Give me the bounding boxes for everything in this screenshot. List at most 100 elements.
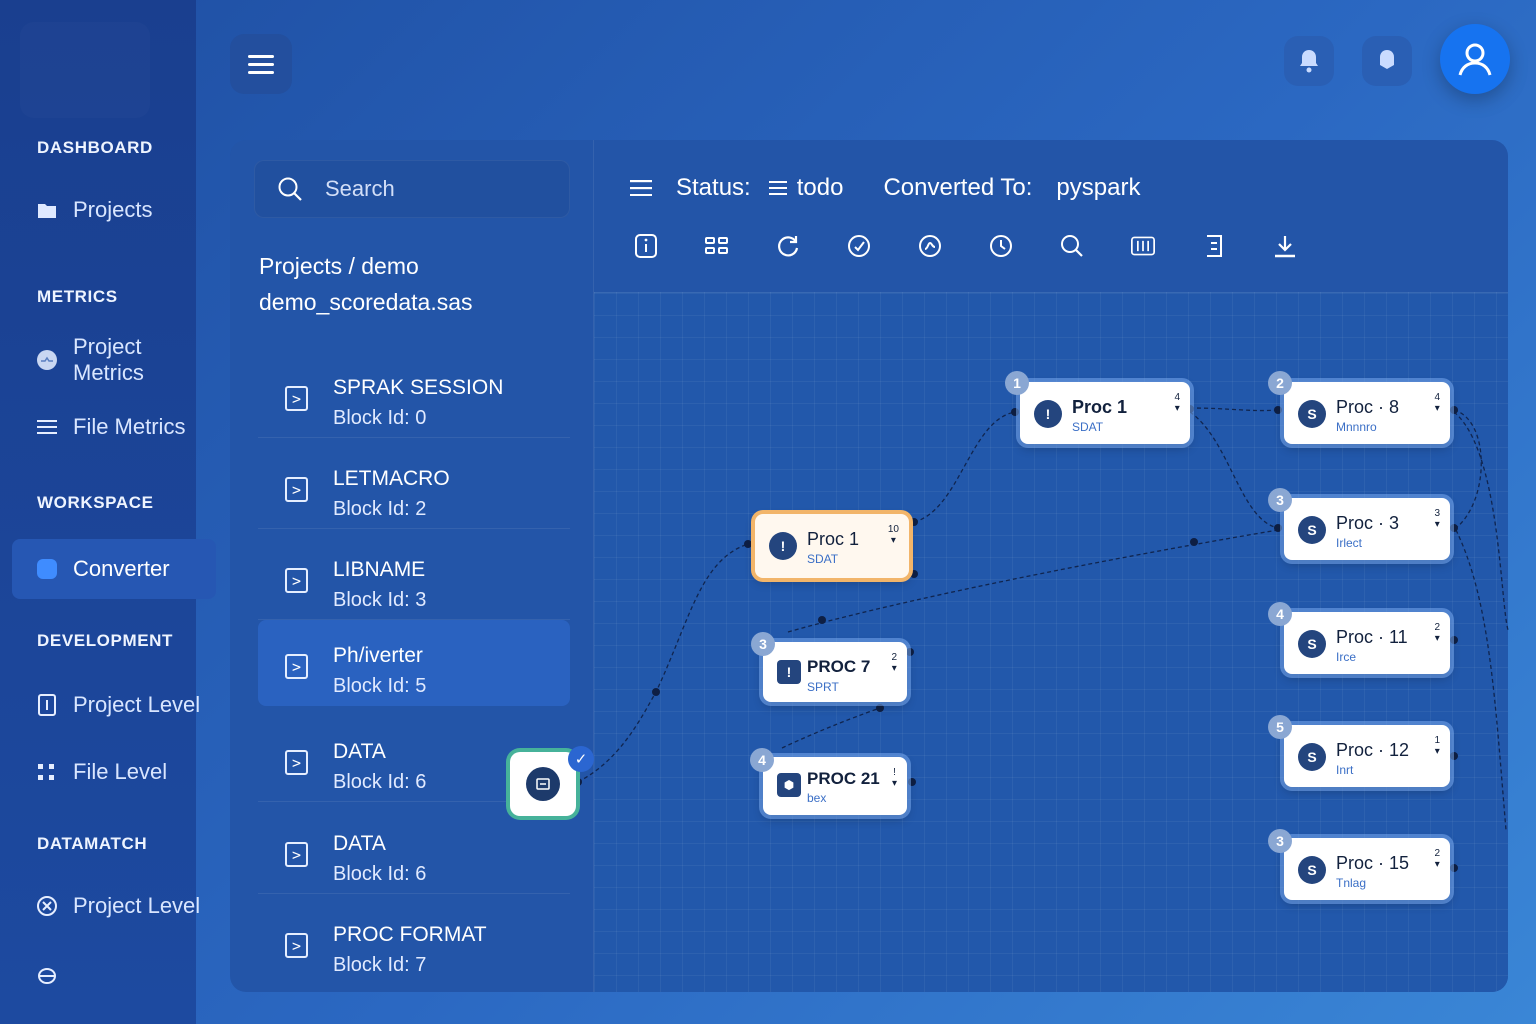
section-metrics: METRICS xyxy=(37,287,118,306)
sidebar-item-label: File Level xyxy=(73,759,168,784)
flow-node[interactable]: ⬢ PROC 21 bex !▾ xyxy=(763,757,907,815)
node-subtitle: SDAT xyxy=(1072,420,1104,434)
search-icon[interactable] xyxy=(1060,234,1084,258)
user-avatar-button[interactable] xyxy=(1440,24,1510,94)
node-badge: 1 xyxy=(1005,371,1029,395)
file-name: demo_scoredata.sas xyxy=(259,289,473,315)
database-icon xyxy=(36,965,58,987)
node-icon: ! xyxy=(1034,400,1062,428)
block-name: SPRAK SESSION xyxy=(333,376,504,399)
sidebar-item-label: Projects xyxy=(73,197,153,222)
block-name: LETMACRO xyxy=(333,467,450,490)
node-subtitle: Irce xyxy=(1336,650,1357,664)
chevron-right-icon[interactable]: > xyxy=(285,933,308,958)
flow-node-selected[interactable]: ! Proc 1 SDAT 10▾ xyxy=(755,514,909,578)
block-item[interactable]: > LIBNAME Block Id: 3 xyxy=(258,534,570,620)
flow-node[interactable]: S Proc · 11 Irce 2▾ xyxy=(1284,612,1450,674)
node-count: 2▾ xyxy=(891,652,897,674)
sidebar-item-label: Converter xyxy=(73,556,170,581)
chevron-right-icon[interactable]: > xyxy=(285,750,308,775)
node-title: PROC 7 xyxy=(807,657,871,676)
flow-node[interactable]: S Proc · 15 Tnlag 2▾ xyxy=(1284,838,1450,900)
block-id: Block Id: 6 xyxy=(333,771,427,793)
block-name: DATA xyxy=(333,832,386,855)
search-input[interactable]: Search xyxy=(325,176,395,201)
match-icon xyxy=(36,895,58,917)
hamburger-icon xyxy=(248,55,274,74)
terminal-icon xyxy=(526,767,560,801)
flow-node[interactable]: ! PROC 7 SPRT 2▾ xyxy=(763,642,907,702)
node-count: 4▾ xyxy=(1174,392,1180,414)
converted-label: Converted To: xyxy=(883,174,1033,201)
list-icon xyxy=(36,416,58,438)
node-count: 2▾ xyxy=(1434,848,1440,870)
status-list-icon xyxy=(768,181,787,195)
node-subtitle: Tnlag xyxy=(1336,876,1367,890)
sidebar-item-converter[interactable]: Converter xyxy=(12,539,216,599)
sidebar-item-datamatch-project-level[interactable]: Project Level xyxy=(12,876,216,936)
block-item[interactable]: > PROC FORMAT Block Id: 7 xyxy=(258,899,570,985)
chevron-right-icon[interactable]: > xyxy=(285,386,308,411)
flow-node[interactable]: S Proc · 8 Mnnnro 4▾ xyxy=(1284,382,1450,444)
notifications-button[interactable] xyxy=(1284,36,1334,86)
layout-icon[interactable] xyxy=(705,234,729,258)
block-item[interactable]: > DATA Block Id: 6 xyxy=(258,808,570,894)
menu-button[interactable] xyxy=(230,34,292,94)
node-title: Proc · 15 xyxy=(1336,853,1410,873)
chevron-right-icon[interactable]: > xyxy=(285,654,308,679)
node-count: 4▾ xyxy=(1434,392,1440,414)
breadcrumb: Projects / demo demo_scoredata.sas xyxy=(259,248,473,320)
block-item[interactable]: > SPRAK SESSION Block Id: 0 xyxy=(258,352,570,438)
node-badge: 2 xyxy=(1268,371,1292,395)
code-icon[interactable] xyxy=(1202,234,1226,258)
flow-node[interactable]: ! Proc 1 SDAT 4▾ xyxy=(1020,382,1190,444)
shield-bell-icon xyxy=(1380,50,1394,69)
converter-icon xyxy=(36,558,58,580)
status-value[interactable]: todo xyxy=(796,174,844,201)
search-box[interactable]: Search xyxy=(254,160,570,218)
node-title: Proc · 8 xyxy=(1336,397,1400,417)
node-badge: 4 xyxy=(1268,602,1292,626)
chevron-right-icon[interactable]: > xyxy=(285,842,308,867)
node-icon: ⬢ xyxy=(777,773,801,797)
document-icon xyxy=(36,694,58,716)
node-subtitle: Mnnnro xyxy=(1336,420,1377,434)
info-icon[interactable] xyxy=(634,234,658,258)
chevron-right-icon[interactable]: > xyxy=(285,477,308,502)
node-icon: ! xyxy=(769,532,797,560)
sidebar-item-database[interactable] xyxy=(12,946,216,1006)
refresh-icon[interactable] xyxy=(776,234,800,258)
chevron-right-icon[interactable]: > xyxy=(285,568,308,593)
sidebar-item-label: Project Metrics xyxy=(73,334,144,385)
block-item[interactable]: > LETMACRO Block Id: 2 xyxy=(258,443,570,529)
breadcrumb-path[interactable]: Projects / demo xyxy=(259,253,419,279)
block-item[interactable]: > DATA Block Id: 6 xyxy=(258,716,570,802)
block-id: Block Id: 5 xyxy=(333,675,427,697)
columns-icon[interactable] xyxy=(1131,234,1155,258)
check-icon: ✓ xyxy=(568,746,594,772)
alerts-button[interactable] xyxy=(1362,36,1412,86)
sidebar-item-project-level[interactable]: Project Level xyxy=(12,675,216,735)
sidebar-item-projects[interactable]: Projects xyxy=(12,180,216,240)
converted-value[interactable]: pyspark xyxy=(1056,174,1141,201)
list-icon[interactable] xyxy=(630,180,652,196)
node-count: 3▾ xyxy=(1434,508,1440,530)
folder-icon xyxy=(36,199,58,221)
sidebar-item-file-metrics[interactable]: File Metrics xyxy=(12,397,216,457)
node-subtitle: Inrt xyxy=(1336,763,1354,777)
download-icon[interactable] xyxy=(1273,234,1297,258)
metrics-icon xyxy=(36,349,58,371)
flow-node[interactable]: S Proc · 12 Inrt 1▾ xyxy=(1284,725,1450,787)
node-badge: 3 xyxy=(1268,829,1292,853)
block-item-active[interactable]: > Ph/iverter Block Id: 5 xyxy=(258,620,570,706)
trend-icon[interactable] xyxy=(918,234,942,258)
flow-node[interactable]: S Proc · 3 Irlect 3▾ xyxy=(1284,498,1450,560)
start-node[interactable] xyxy=(510,752,576,816)
sidebar-item-project-metrics[interactable]: Project Metrics xyxy=(12,330,216,390)
check-circle-icon[interactable] xyxy=(847,234,871,258)
user-icon xyxy=(1458,43,1492,76)
search-icon xyxy=(278,177,302,201)
clock-icon[interactable] xyxy=(989,234,1013,258)
sidebar-item-file-level[interactable]: File Level xyxy=(12,742,216,802)
sidebar-item-label: Project Level xyxy=(73,692,201,717)
